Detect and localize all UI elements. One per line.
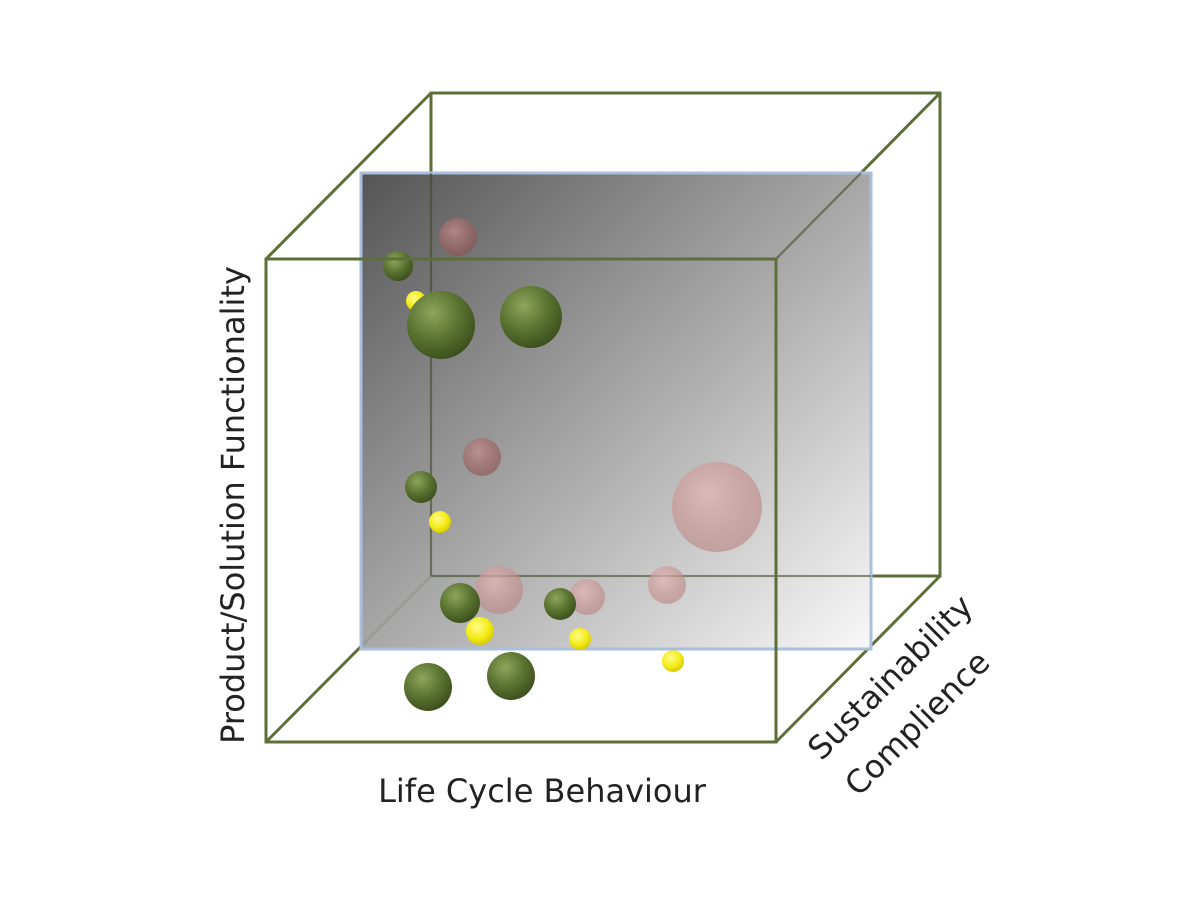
yellow-bubble bbox=[429, 511, 451, 533]
yellow-bubble bbox=[466, 617, 494, 645]
green-bubble bbox=[383, 251, 413, 281]
cube-front-face bbox=[264, 257, 778, 744]
red-bubble bbox=[439, 218, 477, 256]
x-axis-label: Life Cycle Behaviour bbox=[378, 772, 707, 810]
yellow-bubble bbox=[662, 650, 684, 672]
green-bubble bbox=[487, 652, 535, 700]
green-bubble bbox=[404, 663, 452, 711]
green-bubble bbox=[500, 286, 562, 348]
green-bubble bbox=[440, 583, 480, 623]
pink-bubble bbox=[569, 579, 605, 615]
yellow-bubble bbox=[569, 628, 591, 650]
cube-edge-top-left bbox=[264, 91, 433, 261]
pink-bubble bbox=[648, 566, 686, 604]
red-bubble bbox=[463, 438, 501, 476]
green-bubble bbox=[407, 291, 475, 359]
cube-edge-bottom-right bbox=[774, 574, 942, 744]
green-bubble bbox=[544, 588, 576, 620]
gradient-plane bbox=[359, 171, 873, 651]
y-axis-label: Product/Solution Functionality bbox=[214, 266, 252, 744]
back-bubbles bbox=[404, 650, 684, 711]
pink-bubble bbox=[475, 566, 523, 614]
pink-bubble bbox=[672, 462, 762, 552]
green-bubble bbox=[405, 471, 437, 503]
